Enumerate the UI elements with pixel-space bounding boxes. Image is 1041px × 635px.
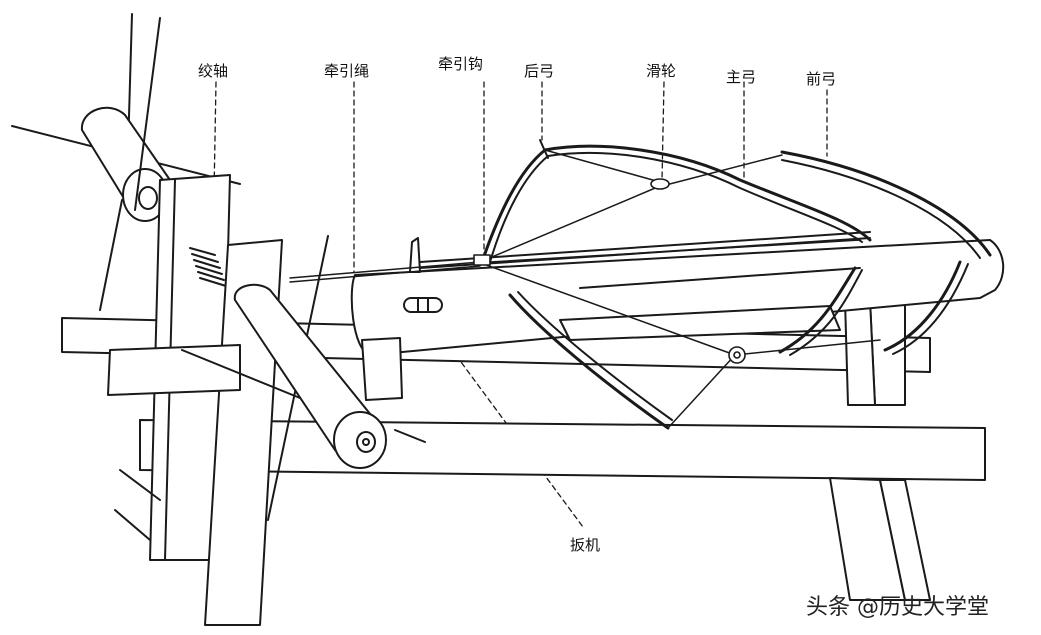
label-pull-rope: 牵引绳 [324,62,370,80]
rear-winch [11,13,241,311]
spring-coil [189,247,227,287]
label-main-bow: 主弓 [726,68,757,86]
label-pulley: 滑轮 [646,62,677,80]
watermark: 头条 @历史大学堂 [806,595,989,620]
label-pull-hook: 牵引钩 [438,55,484,73]
right-legs [829,299,931,601]
front-bow [780,150,992,259]
label-trigger: 扳机 [570,536,601,554]
front-winch [181,235,426,521]
strings [289,149,881,429]
label-rear-bow: 后弓 [524,62,555,80]
rear-bow [480,139,872,264]
label-front-bow: 前弓 [806,70,837,88]
label-winch: 绞轴 [198,62,229,80]
pulleys [473,178,746,364]
main-bow [508,260,969,430]
stock-supports [361,305,841,401]
